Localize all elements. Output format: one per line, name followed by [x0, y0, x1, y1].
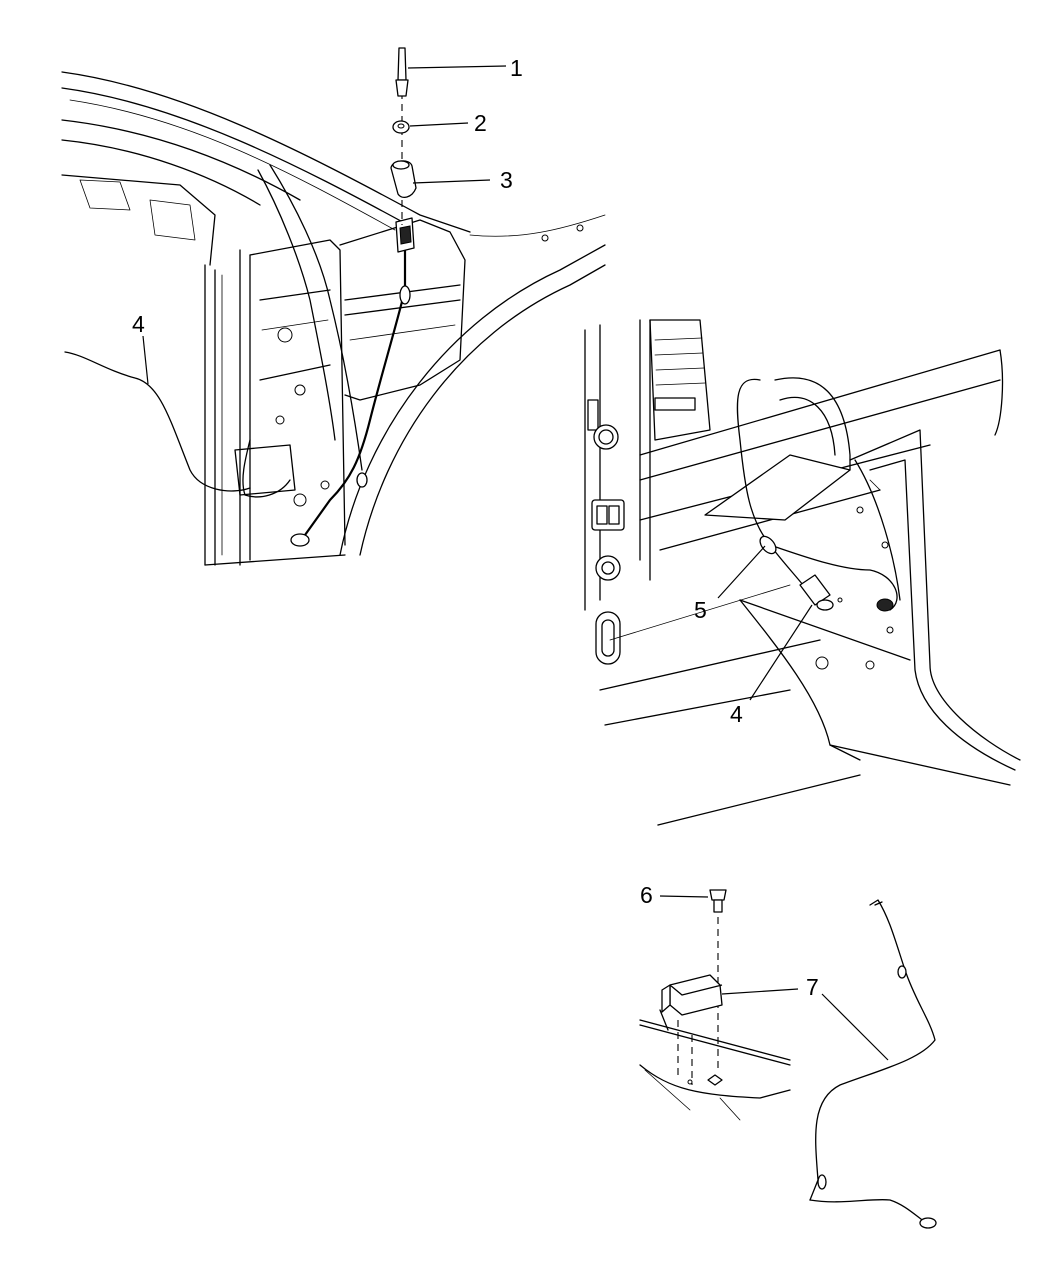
callout-3: 3 [500, 167, 513, 193]
callout-7: 7 [806, 974, 819, 1000]
fender-view [61, 47, 606, 566]
dash-view [584, 319, 1021, 826]
module-view [639, 889, 937, 1229]
callout-5: 5 [694, 597, 707, 623]
callout-4-left: 4 [132, 311, 145, 337]
callout-6: 6 [640, 882, 653, 908]
callout-1: 1 [510, 55, 523, 81]
callout-labels: 1 2 3 4 5 4 6 7 [132, 55, 819, 1000]
callout-4-dash: 4 [730, 701, 743, 727]
leader-lines [142, 65, 889, 1061]
callout-2: 2 [474, 110, 487, 136]
